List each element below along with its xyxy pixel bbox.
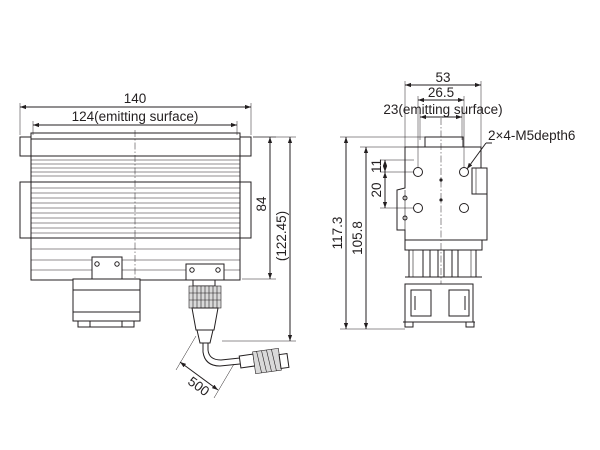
side-bracket: [403, 283, 475, 328]
dim-140: 140: [19, 91, 252, 135]
heatsink-body: [19, 132, 252, 281]
dim-11-label: 11: [369, 159, 384, 173]
dim-26-5-label: 26.5: [428, 85, 454, 100]
dim-117-3: 117.3: [330, 136, 425, 330]
front-view: 140 124(emitting surface) 84 (122.45): [19, 91, 296, 399]
cable-connector: [185, 263, 290, 375]
dim-84-label: 84: [254, 196, 269, 212]
dim-53-label: 53: [435, 70, 450, 85]
hole-callout: 2×4-M5depth6: [466, 128, 575, 170]
dim-105-8: 105.8: [350, 146, 405, 329]
dim-500-cable: 500: [175, 335, 235, 399]
dim-23-label: 23(emitting surface): [383, 102, 502, 117]
dim-20: 20: [369, 172, 414, 209]
mount-hole: [459, 203, 469, 213]
hole-note-label: 2×4-M5depth6: [488, 128, 575, 143]
dim-53: 53: [404, 70, 482, 147]
dim-20-label: 20: [369, 182, 384, 197]
dim-500-label: 500: [185, 374, 212, 399]
dim-23-emitting: 23(emitting surface): [383, 102, 503, 140]
top-cap: [424, 136, 464, 148]
mounting-bracket-left: [72, 256, 141, 328]
dim-122-45-label: (122.45): [274, 211, 289, 261]
dim-26-5: 26.5: [417, 85, 465, 168]
dim-140-label: 140: [124, 91, 147, 106]
dim-124-emitting: 124(emitting surface): [32, 109, 238, 135]
dim-105-8-label: 105.8: [350, 221, 365, 255]
side-plate: [396, 146, 488, 241]
side-view: 53 26.5 23(emitting surface) 2×4-M5depth…: [330, 70, 575, 330]
dim-122-45: (122.45): [222, 136, 296, 342]
dim-124-label: 124(emitting surface): [72, 109, 199, 124]
side-fins: [404, 239, 483, 278]
dim-117-3-label: 117.3: [330, 217, 345, 250]
